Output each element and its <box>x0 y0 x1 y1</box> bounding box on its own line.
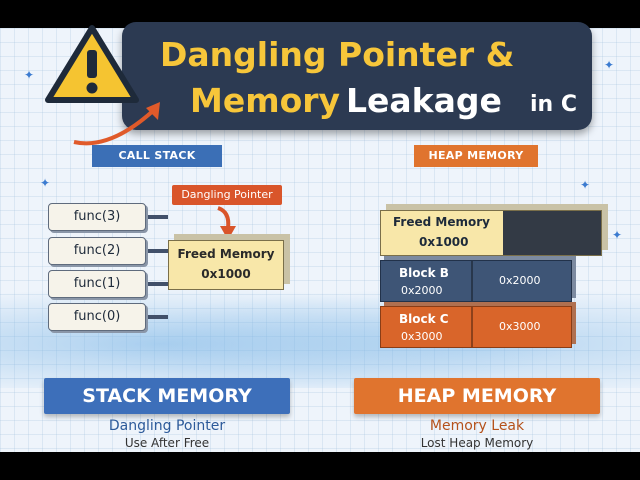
block-divider <box>471 261 473 301</box>
stack-detail: Use After Free <box>124 436 210 450</box>
freed-memory-name: Freed Memory <box>177 247 275 261</box>
curved-arrow-icon <box>73 102 160 146</box>
block-c-address-right: 0x3000 <box>499 320 541 333</box>
frame-connector <box>148 215 168 219</box>
sparkle-icon: ✦ <box>612 228 623 242</box>
stack-frame: func(3) <box>48 203 146 231</box>
freed-memory-fill <box>381 211 503 255</box>
freed-memory-block-heap: Freed Memory 0x1000 <box>380 210 602 256</box>
heap-subtitle: Memory Leak <box>429 418 525 434</box>
freed-memory-name: Freed Memory <box>393 215 490 229</box>
frame-connector <box>148 282 168 286</box>
title-line-1: Dangling Pointer & <box>160 35 515 74</box>
heap-memory-banner: HEAP MEMORY <box>354 378 600 414</box>
block-c-name: Block C <box>399 312 449 326</box>
block-divider <box>471 307 473 347</box>
stack-frame: func(0) <box>48 303 146 331</box>
sparkle-icon: ✦ <box>24 68 35 82</box>
frame-connector <box>148 315 168 319</box>
sparkle-icon: ✦ <box>604 58 615 72</box>
call-stack-label: CALL STACK <box>92 145 222 167</box>
stack-frame: func(1) <box>48 270 146 298</box>
block-b-address: 0x2000 <box>401 284 443 297</box>
block-b-name: Block B <box>399 266 449 280</box>
heap-block-b: Block B 0x2000 0x2000 <box>380 260 572 302</box>
down-arrow-icon <box>217 206 236 240</box>
title-panel <box>122 22 592 130</box>
freed-memory-block-stack: Freed Memory 0x1000 <box>168 240 284 290</box>
block-b-address-right: 0x2000 <box>499 274 541 287</box>
block-c-address: 0x3000 <box>401 330 443 343</box>
stack-subtitle: Dangling Pointer <box>108 418 226 434</box>
stack-frame: func(2) <box>48 237 146 265</box>
title-line-2-in-c: in C <box>530 92 578 117</box>
heap-block-c: Block C 0x3000 0x3000 <box>380 306 572 348</box>
heap-memory-label: HEAP MEMORY <box>414 145 538 167</box>
title-line-2-memory: Memory <box>190 81 341 120</box>
sparkle-icon: ✦ <box>40 176 51 190</box>
stack-memory-banner: STACK MEMORY <box>44 378 290 414</box>
freed-memory-address: 0x1000 <box>201 267 251 281</box>
dangling-pointer-tag: Dangling Pointer <box>172 185 282 205</box>
title-line-2-leakage: Leakage <box>346 81 502 120</box>
sparkle-icon: ✦ <box>580 178 591 192</box>
heap-detail: Lost Heap Memory <box>420 436 534 450</box>
warning-triangle-icon <box>45 25 139 103</box>
frame-connector <box>148 249 168 253</box>
freed-memory-address: 0x1000 <box>419 235 469 249</box>
